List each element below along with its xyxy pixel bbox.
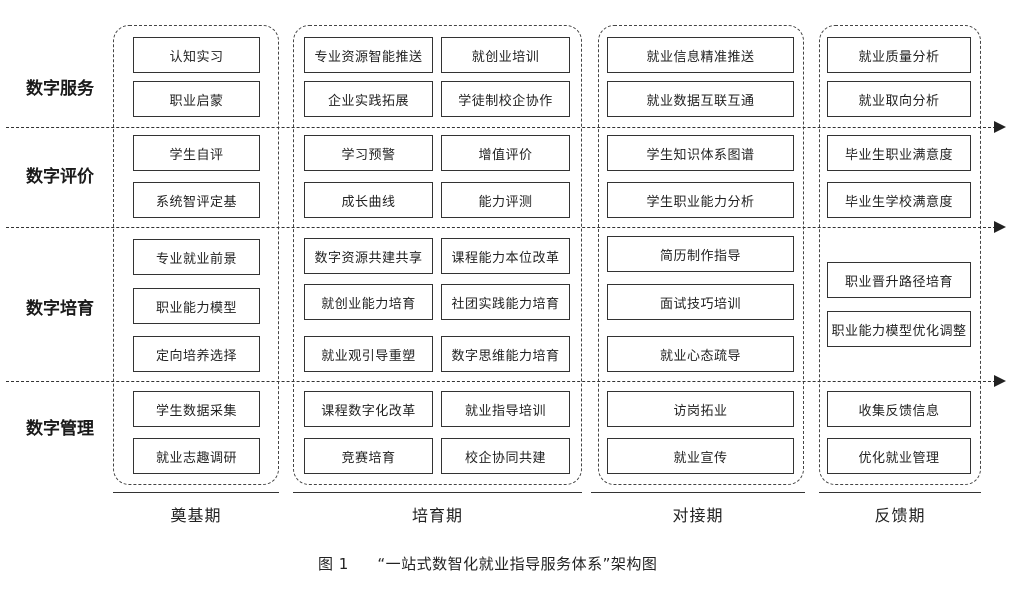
cell-ability-model-optimization: 职业能力模型优化调整 xyxy=(827,311,971,347)
cell-student-data-collection: 学生数据采集 xyxy=(133,391,260,427)
cell-school-enterprise-collab: 校企协同共建 xyxy=(441,438,570,474)
cell-resume-guidance: 简历制作指导 xyxy=(607,236,794,272)
cell-optimize-employment-mgmt: 优化就业管理 xyxy=(827,438,971,474)
cell-employment-interest-survey: 就业志趣调研 xyxy=(133,438,260,474)
cell-system-smart-eval: 系统智评定基 xyxy=(133,182,260,218)
cell-employment-view-guidance: 就业观引导重塑 xyxy=(304,336,433,372)
cell-growth-curve: 成长曲线 xyxy=(304,182,433,218)
cell-collect-feedback: 收集反馈信息 xyxy=(827,391,971,427)
cell-job-mindset-counseling: 就业心态疏导 xyxy=(607,336,794,372)
arrow-head-icon xyxy=(994,375,1006,387)
phase-group-docking xyxy=(598,25,804,485)
phase-underline-feedback xyxy=(819,492,981,493)
cell-employment-publicity: 就业宣传 xyxy=(607,438,794,474)
cell-employment-guidance-training: 就业指导培训 xyxy=(441,391,570,427)
cell-cognitive-internship: 认知实习 xyxy=(133,37,260,73)
cell-entrepreneurship-training: 就创业培训 xyxy=(441,37,570,73)
arrow-head-icon xyxy=(994,121,1006,133)
cell-value-added-eval: 增值评价 xyxy=(441,135,570,171)
arrow-head-icon xyxy=(994,221,1006,233)
cell-career-ability-analysis: 学生职业能力分析 xyxy=(607,182,794,218)
row-divider-1 xyxy=(6,127,996,128)
cell-curriculum-reform: 课程能力本位改革 xyxy=(441,238,570,274)
phase-underline-cultivation xyxy=(293,492,582,493)
phase-label-cultivation: 培育期 xyxy=(411,506,463,525)
cell-competition-cultivation: 竞赛培育 xyxy=(304,438,433,474)
cell-employment-quality-analysis: 就业质量分析 xyxy=(827,37,971,73)
cell-digital-resource-sharing: 数字资源共建共享 xyxy=(304,238,433,274)
cell-directed-training-choice: 定向培养选择 xyxy=(133,336,260,372)
phase-group-cultivation xyxy=(293,25,582,485)
figure-title: “一站式数智化就业指导服务体系”架构图 xyxy=(377,555,658,573)
row-divider-3 xyxy=(6,381,996,382)
cell-apprenticeship-cooperation: 学徒制校企协作 xyxy=(441,81,570,117)
row-divider-2 xyxy=(6,227,996,228)
phase-group-feedback xyxy=(819,25,981,485)
row-label-cultivation: 数字培育 xyxy=(26,299,94,319)
cell-enterprise-practice: 企业实践拓展 xyxy=(304,81,433,117)
cell-student-self-eval: 学生自评 xyxy=(133,135,260,171)
cell-career-ability-model: 职业能力模型 xyxy=(133,288,260,324)
cell-club-practice-ability: 社团实践能力培育 xyxy=(441,284,570,320)
row-label-management: 数字管理 xyxy=(26,419,94,439)
phase-group-foundation xyxy=(113,25,279,485)
phase-underline-docking xyxy=(591,492,805,493)
cell-interview-training: 面试技巧培训 xyxy=(607,284,794,320)
cell-graduate-career-satisfaction: 毕业生职业满意度 xyxy=(827,135,971,171)
cell-knowledge-graph: 学生知识体系图谱 xyxy=(607,135,794,171)
cell-visit-post-expansion: 访岗拓业 xyxy=(607,391,794,427)
cell-entrepreneurship-ability: 就创业能力培育 xyxy=(304,284,433,320)
cell-career-enlightenment: 职业启蒙 xyxy=(133,81,260,117)
row-label-evaluation: 数字评价 xyxy=(26,167,94,187)
cell-graduate-school-satisfaction: 毕业生学校满意度 xyxy=(827,182,971,218)
cell-smart-resource-push: 专业资源智能推送 xyxy=(304,37,433,73)
cell-employment-orientation-analysis: 就业取向分析 xyxy=(827,81,971,117)
row-label-service: 数字服务 xyxy=(26,79,94,99)
cell-major-employment-prospect: 专业就业前景 xyxy=(133,239,260,275)
cell-digital-thinking-ability: 数字思维能力培育 xyxy=(441,336,570,372)
cell-ability-assessment: 能力评测 xyxy=(441,182,570,218)
cell-career-promotion-path: 职业晋升路径培育 xyxy=(827,262,971,298)
cell-learning-warning: 学习预警 xyxy=(304,135,433,171)
cell-course-digital-reform: 课程数字化改革 xyxy=(304,391,433,427)
figure-caption: 图 1 “一站式数智化就业指导服务体系”架构图 xyxy=(318,553,657,574)
phase-label-foundation: 奠基期 xyxy=(170,506,222,525)
phase-underline-foundation xyxy=(113,492,279,493)
figure-number: 图 1 xyxy=(318,555,349,573)
cell-precise-job-info-push: 就业信息精准推送 xyxy=(607,37,794,73)
phase-label-feedback: 反馈期 xyxy=(874,506,926,525)
cell-job-data-interconnection: 就业数据互联互通 xyxy=(607,81,794,117)
phase-label-docking: 对接期 xyxy=(672,506,724,525)
